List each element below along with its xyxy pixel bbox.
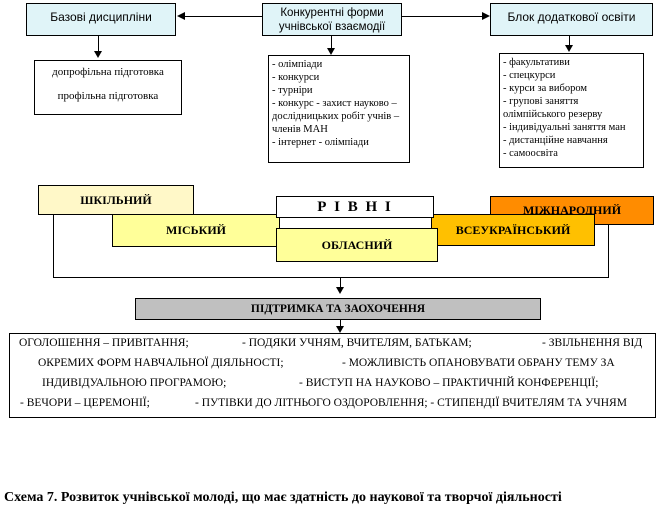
support-measure: - ПУТІВКИ ДО ЛІТНЬОГО ОЗДОРОВЛЕННЯ; - СТ… (195, 397, 627, 409)
connector-additional-down (569, 36, 570, 46)
support-measure: - МОЖЛИВІСТЬ ОПАНОВУВАТИ ОБРАНУ ТЕМУ ЗА (342, 357, 615, 369)
basic-item-1: допрофільна підготовка (52, 66, 164, 78)
additional-item: - спецкурси (503, 70, 556, 81)
levels-frame-bottom (53, 277, 609, 278)
basic-disciplines-box: Базові дисципліни (26, 3, 176, 36)
support-measure: - ВЕЧОРИ – ЦЕРЕМОНІЇ; (20, 397, 150, 409)
additional-education-box: Блок додаткової освіти (490, 3, 653, 36)
competitive-forms-box: Конкурентні форми учнівської взаємодії (262, 3, 402, 36)
arrow-basic-down-icon (94, 51, 102, 58)
arrow-additional-down-icon (565, 45, 573, 52)
level-school-label: ШКІЛЬНИЙ (80, 192, 152, 207)
connector-basic-forms (184, 16, 262, 17)
additional-item: - дистанційне навчання (503, 135, 608, 146)
support-measure: ОГОЛОШЕННЯ – ПРИВІТАННЯ; (19, 337, 189, 349)
additional-item: олімпійського резерву (503, 109, 603, 120)
level-city-label: МІСЬКИЙ (166, 223, 226, 237)
connector-basic-down (98, 36, 99, 52)
forms-item: дослідницьких робіт учнів – (272, 111, 400, 122)
arrow-support-measures-icon (336, 326, 344, 333)
support-measure: - ЗВІЛЬНЕННЯ ВІД (542, 337, 643, 349)
figure-caption: Схема 7. Розвиток учнівської молоді, що … (4, 490, 562, 505)
support-measure: - ПОДЯКИ УЧНЯМ, ВЧИТЕЛЯМ, БАТЬКАМ; (242, 337, 472, 349)
support-box: ПІДТРИМКА ТА ЗАОХОЧЕННЯ (135, 298, 541, 320)
additional-items-list: - факультативи - спецкурси - курси за ви… (503, 56, 640, 160)
forms-items-box: - олімпіади - конкурси - турніри - конку… (268, 55, 410, 163)
support-measure: - ВИСТУП НА НАУКОВО – ПРАКТИЧНІЙ КОНФЕРЕ… (299, 377, 599, 389)
additional-education-label: Блок додаткової освіти (507, 10, 636, 24)
support-label: ПІДТРИМКА ТА ЗАОХОЧЕННЯ (250, 303, 426, 315)
forms-items-list: - олімпіади - конкурси - турніри - конку… (272, 58, 406, 149)
additional-item: - групові заняття (503, 96, 579, 107)
additional-items-box: - факультативи - спецкурси - курси за ви… (499, 53, 644, 168)
forms-item: - олімпіади (272, 59, 323, 70)
level-international-label: МІЖНАРОДНИЙ (522, 203, 622, 217)
arrow-forms-down-icon (327, 48, 335, 55)
basic-items-box: допрофільна підготовка профільна підгото… (34, 60, 182, 115)
support-measures-box: ОГОЛОШЕННЯ – ПРИВІТАННЯ; - ПОДЯКИ УЧНЯМ,… (9, 333, 656, 418)
forms-item: - конкурс - захист науково – (272, 98, 397, 109)
additional-item: - курси за вибором (503, 83, 588, 94)
levels-frame-left (53, 214, 54, 278)
forms-item: членів МАН (272, 124, 328, 135)
forms-item: - конкурси (272, 72, 320, 83)
level-city: МІСЬКИЙ (112, 214, 280, 247)
basic-item-2: профільна підготовка (57, 90, 159, 102)
levels-title-label: Р І В Н І (317, 198, 393, 215)
support-measure: ІНДИВІДУАЛЬНОЮ ПРОГРАМОЮ; (42, 377, 227, 389)
level-national: ВСЕУКРАЇНСЬКИЙ (431, 214, 595, 246)
level-regional: ОБЛАСНИЙ (276, 228, 438, 262)
levels-title: Р І В Н І (276, 196, 434, 218)
support-measure: ОКРЕМИХ ФОРМ НАВЧАЛЬНОЇ ДІЯЛЬНОСТІ; (38, 357, 284, 369)
additional-item: - факультативи (503, 57, 570, 68)
connector-support-measures (340, 320, 341, 327)
additional-item: - самоосвіта (503, 148, 558, 159)
forms-item: - турніри (272, 85, 313, 96)
level-national-label: ВСЕУКРАЇНСЬКИЙ (455, 222, 571, 237)
arrow-to-basic-icon (177, 12, 185, 20)
levels-frame-right (608, 222, 609, 278)
level-school: ШКІЛЬНИЙ (38, 185, 194, 215)
basic-disciplines-label: Базові дисципліни (50, 10, 152, 24)
arrow-to-additional-icon (482, 12, 490, 20)
connector-forms-down (331, 36, 332, 50)
competitive-forms-label-2: учнівської взаємодії (278, 21, 386, 33)
arrow-levels-support-icon (336, 287, 344, 294)
connector-levels-support (340, 278, 341, 288)
competitive-forms-label-1: Конкурентні форми (280, 7, 384, 19)
connector-forms-additional (402, 16, 482, 17)
forms-item: - інтернет - олімпіади (272, 137, 369, 148)
additional-item: - індивідуальні заняття ман (503, 122, 626, 133)
level-regional-label: ОБЛАСНИЙ (321, 237, 393, 252)
